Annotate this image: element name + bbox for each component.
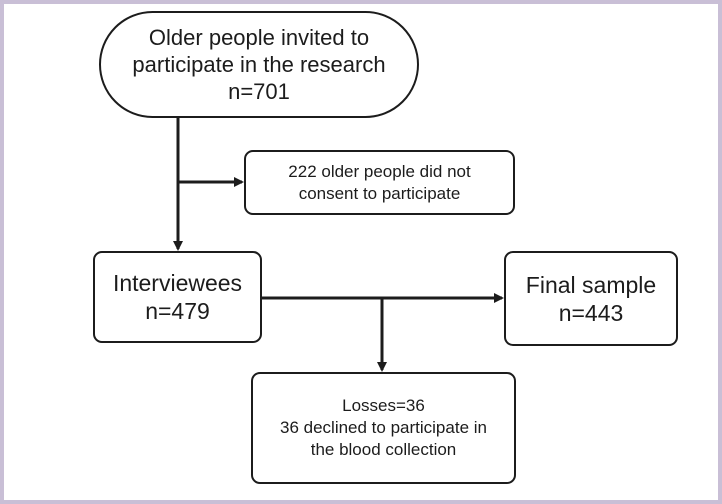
node-losses-line-1: Losses=36 xyxy=(342,396,425,415)
node-losses: Losses=36 36 declined to participate in … xyxy=(251,372,516,484)
node-no-consent: 222 older people did not consent to part… xyxy=(244,150,515,215)
node-no-consent-line-1: 222 older people did not xyxy=(288,161,471,181)
node-final-sample-label: Final sample xyxy=(525,271,657,298)
node-invited-line-2: participate in the research xyxy=(132,52,386,77)
node-final-sample: Final sample n=443 xyxy=(504,251,678,346)
node-invited: Older people invited to participate in t… xyxy=(99,11,419,118)
node-interviewees-count: n=479 xyxy=(145,298,210,324)
node-final-sample-count: n=443 xyxy=(558,299,624,326)
node-interviewees-label: Interviewees xyxy=(112,270,243,296)
node-invited-line-1: Older people invited to xyxy=(148,25,370,50)
node-interviewees: Interviewees n=479 xyxy=(93,251,262,343)
node-losses-line-2: 36 declined to participate in xyxy=(280,418,487,437)
node-losses-line-3: the blood collection xyxy=(310,440,457,459)
node-invited-count: n=701 xyxy=(228,79,290,104)
node-no-consent-line-2: consent to participate xyxy=(298,183,461,203)
